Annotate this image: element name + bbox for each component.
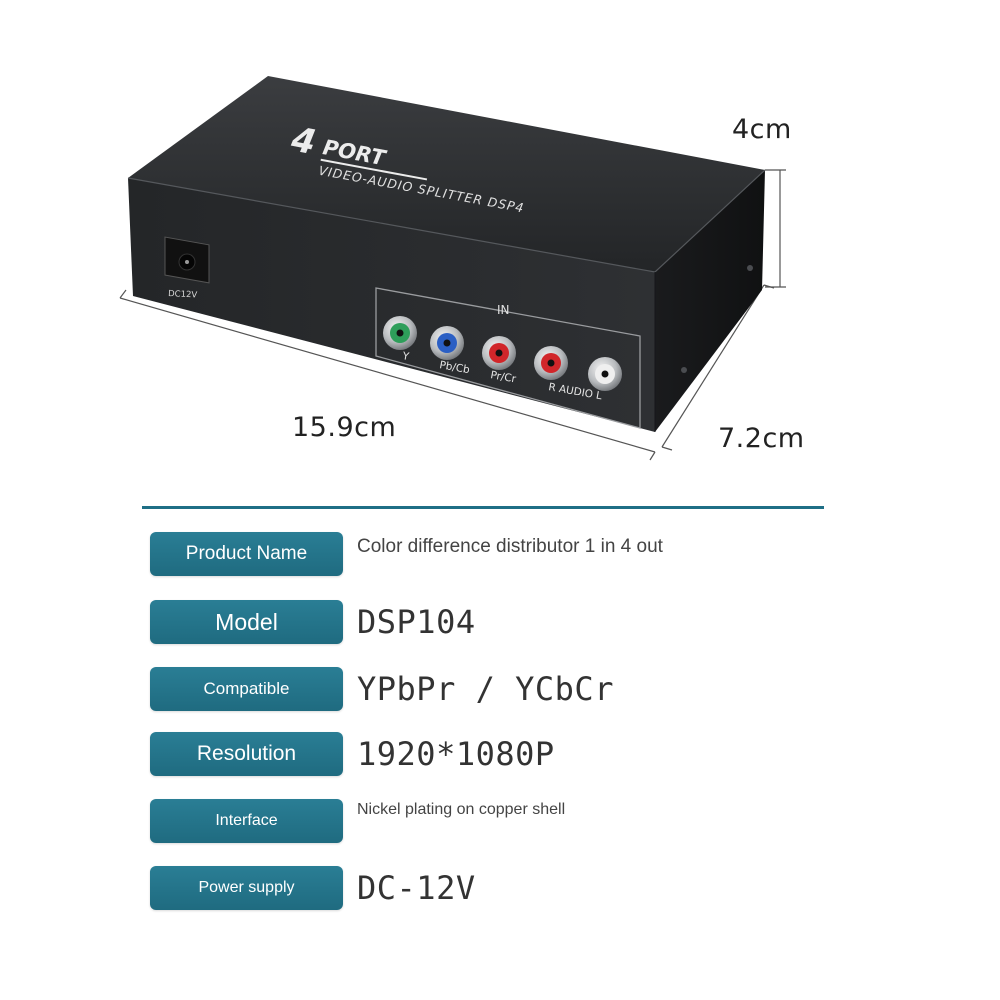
connector-label-y: Y bbox=[400, 350, 410, 363]
screw-icon bbox=[681, 367, 687, 373]
connector-label-pr: Pr/Cr bbox=[489, 369, 517, 385]
rca-connector-pr bbox=[482, 336, 516, 370]
rca-connector-y bbox=[383, 316, 417, 350]
spec-row-interface: Interface Nickel plating on copper shell bbox=[150, 799, 850, 845]
spec-value: Color difference distributor 1 in 4 out bbox=[357, 536, 663, 557]
spec-value: Nickel plating on copper shell bbox=[357, 801, 566, 818]
spec-row-power-supply: Power supply DC-12V bbox=[150, 866, 850, 912]
rca-connector-pb bbox=[430, 326, 464, 360]
spec-label: Interface bbox=[150, 799, 343, 843]
spec-label: Compatible bbox=[150, 667, 343, 711]
spec-label: Product Name bbox=[150, 532, 343, 576]
rca-connector-audio-r bbox=[534, 346, 568, 380]
spec-value: DSP104 bbox=[357, 603, 476, 641]
depth-dimension-label: 7.2cm bbox=[718, 423, 805, 454]
spec-value: YPbPr / YCbCr bbox=[357, 670, 614, 708]
rca-connector-audio-l bbox=[588, 357, 622, 391]
device-top-face bbox=[128, 76, 765, 272]
spec-label: Resolution bbox=[150, 732, 343, 776]
product-photo: 4 PORT VIDEO-AUDIO SPLITTER DSP4 DC12V I… bbox=[119, 76, 786, 461]
spec-label: Model bbox=[150, 600, 343, 644]
device-front-face bbox=[128, 178, 655, 432]
device-side-face bbox=[655, 170, 765, 432]
width-dimension-label: 15.9cm bbox=[292, 412, 397, 443]
connector-label-pb: Pb/Cb bbox=[438, 359, 470, 376]
input-panel-outline bbox=[375, 287, 641, 429]
section-divider bbox=[142, 506, 824, 509]
spec-value: DC-12V bbox=[357, 869, 476, 907]
dc-power-jack: DC12V bbox=[164, 236, 210, 301]
spec-value: 1920*1080P bbox=[357, 735, 555, 773]
dimension-guides bbox=[119, 169, 786, 461]
input-group-label: IN bbox=[497, 303, 510, 317]
spec-row-resolution: Resolution 1920*1080P bbox=[150, 732, 850, 778]
spec-row-model: Model DSP104 bbox=[150, 600, 850, 646]
power-port-label: DC12V bbox=[168, 289, 198, 301]
spec-row-product-name: Product Name Color difference distributo… bbox=[150, 532, 850, 578]
spec-label: Power supply bbox=[150, 866, 343, 910]
screw-icon bbox=[747, 265, 753, 271]
spec-row-compatible: Compatible YPbPr / YCbCr bbox=[150, 667, 850, 713]
height-dimension-label: 4cm bbox=[732, 114, 792, 145]
